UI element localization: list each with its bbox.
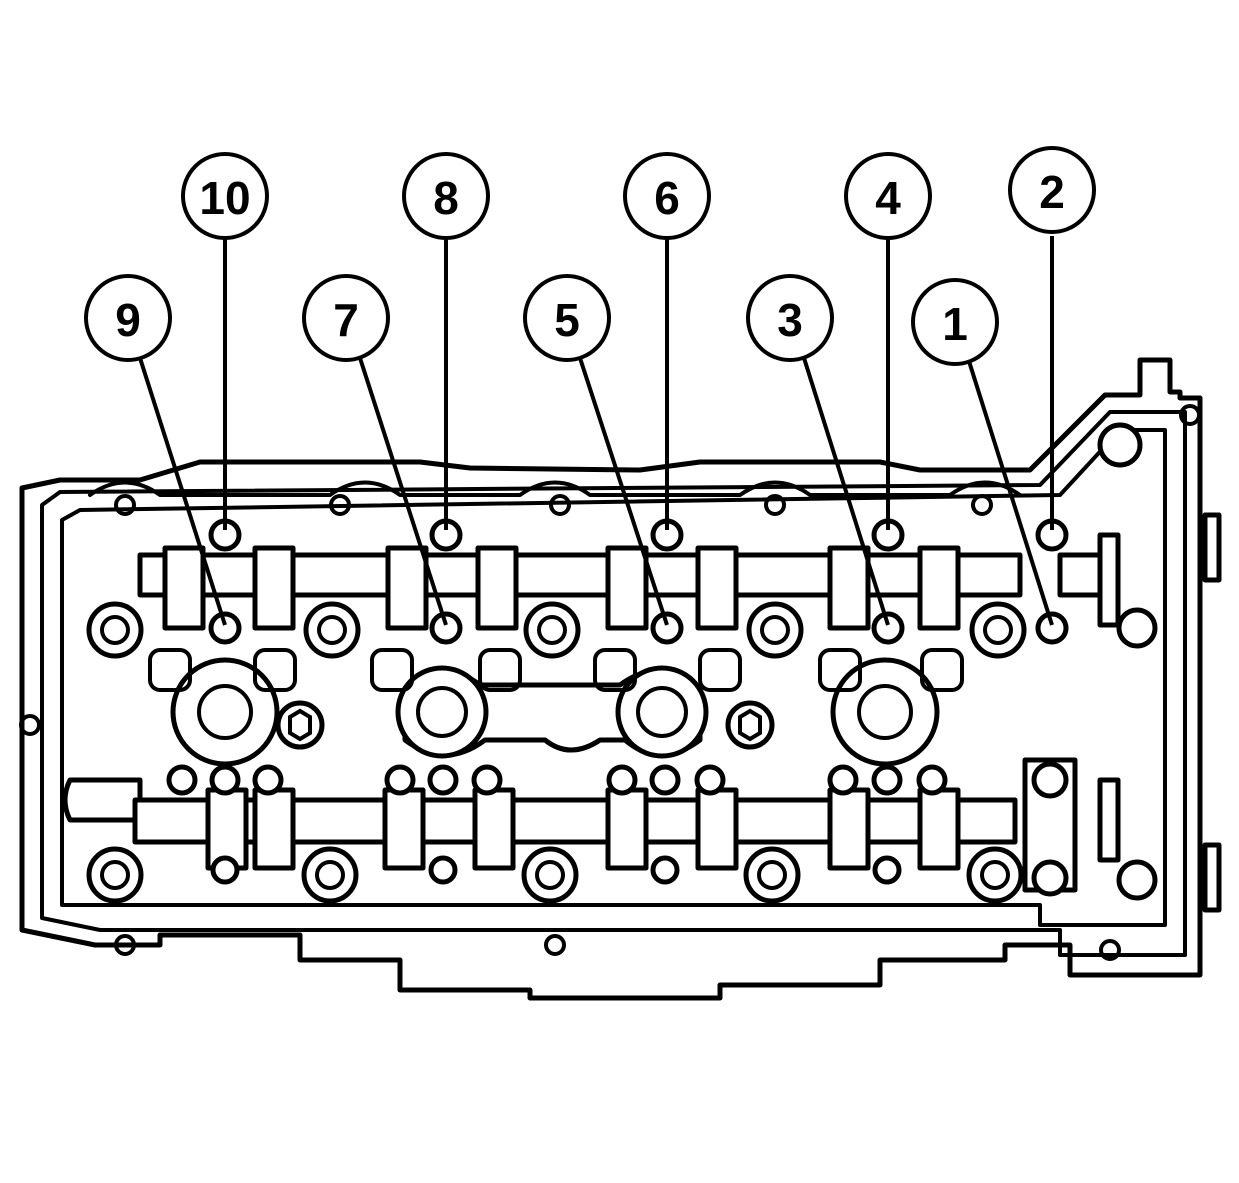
- callout-5-label: 5: [554, 294, 580, 346]
- callout-1-label: 1: [942, 298, 968, 350]
- callout-2: 2: [1008, 146, 1096, 234]
- spark-plug-plate: [170, 657, 940, 767]
- callout-7: 7: [302, 274, 390, 362]
- callout-6-label: 6: [654, 172, 680, 224]
- callout-4: 4: [844, 152, 932, 240]
- callout-8-label: 8: [433, 172, 459, 224]
- callout-6: 6: [623, 152, 711, 240]
- callout-2-label: 2: [1039, 166, 1065, 218]
- valve-springs: [148, 648, 964, 692]
- callout-4-label: 4: [875, 172, 901, 224]
- callout-10-label: 10: [199, 172, 250, 224]
- callout-5: 5: [523, 274, 611, 362]
- callout-9-label: 9: [115, 294, 141, 346]
- callout-10: 10: [181, 152, 269, 240]
- cam-cap-bolts: [86, 601, 1027, 904]
- callout-1: 1: [911, 278, 999, 366]
- callout-3-label: 3: [777, 294, 803, 346]
- callout-8: 8: [402, 152, 490, 240]
- callout-3: 3: [746, 274, 834, 362]
- callout-9: 9: [84, 274, 172, 362]
- callout-7-label: 7: [333, 294, 359, 346]
- cylinder-head-housing: [19, 357, 1222, 1001]
- upper-camshaft: [137, 532, 1121, 631]
- leader-lines: [138, 236, 1054, 626]
